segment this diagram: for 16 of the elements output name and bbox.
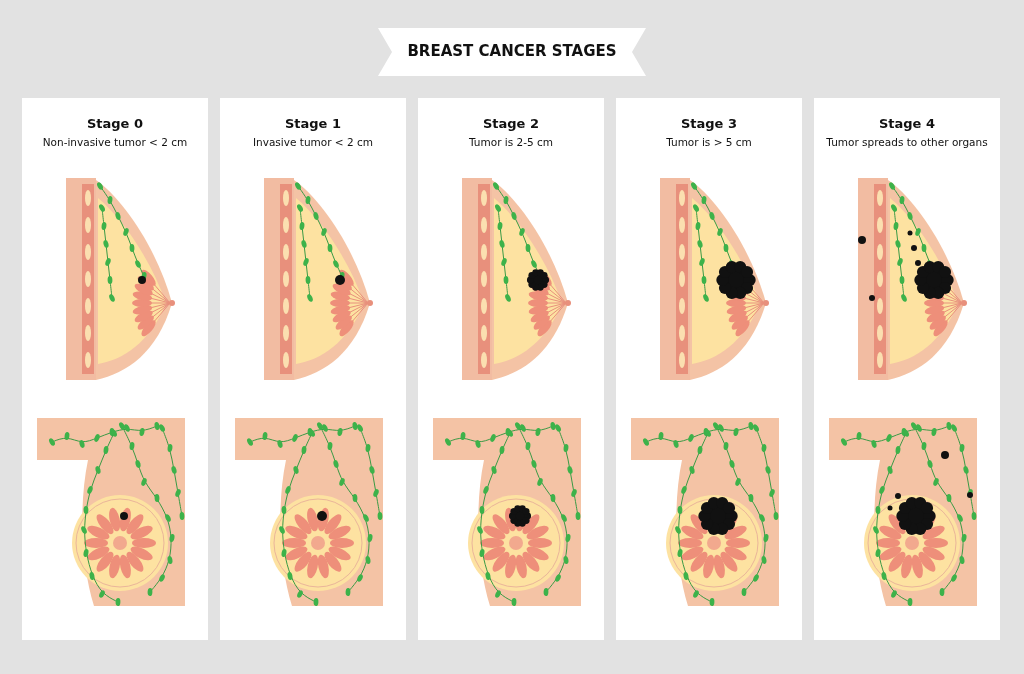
stage-heading: Stage 0	[86, 116, 143, 131]
stage-card	[418, 98, 604, 640]
stage-description: Non-invasive tumor < 2 cm	[42, 136, 188, 148]
stage-heading: Stage 3	[680, 116, 737, 131]
stage-heading: Stage 2	[482, 116, 539, 131]
stage-card	[814, 98, 1000, 640]
stage-card	[220, 98, 406, 640]
stage-card	[616, 98, 802, 640]
stage-description: Tumor is > 5 cm	[666, 136, 752, 148]
stage-heading: Stage 1	[284, 116, 341, 131]
stage-card	[22, 98, 208, 640]
stage-heading: Stage 4	[878, 116, 935, 131]
stage-description: Tumor is 2-5 cm	[469, 136, 553, 148]
title: BREAST CANCER STAGES	[407, 42, 617, 60]
stage-description: Invasive tumor < 2 cm	[252, 136, 373, 148]
stage-description: Tumor spreads to other organs	[826, 136, 988, 148]
